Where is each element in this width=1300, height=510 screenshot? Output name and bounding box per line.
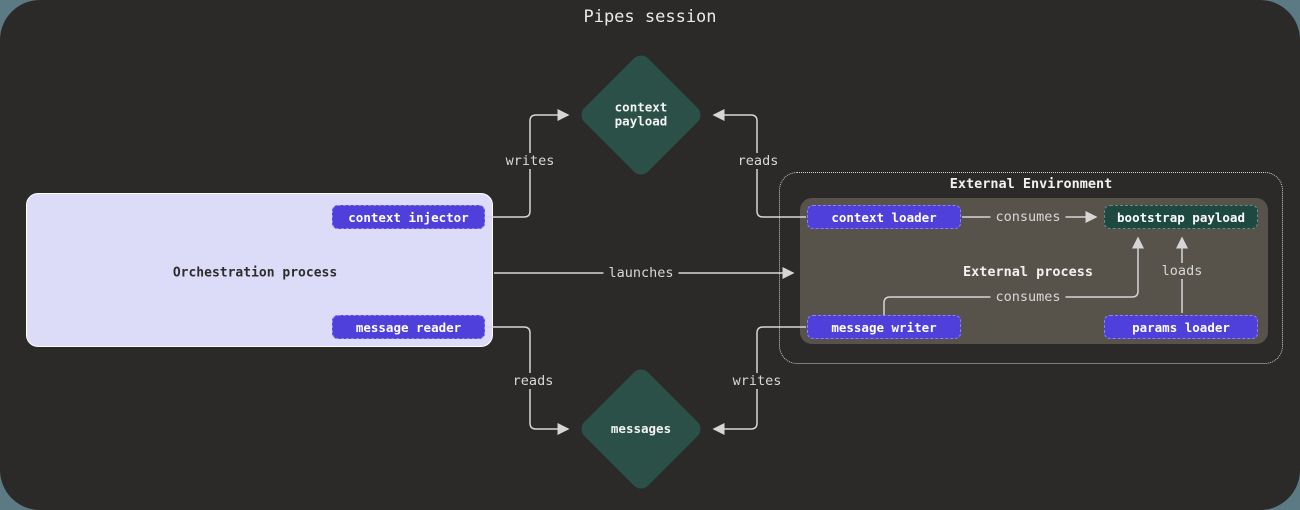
context-payload-label: context payload xyxy=(614,99,668,129)
bootstrap-payload-node: bootstrap payload xyxy=(1104,205,1258,229)
edge-label-launches: launches xyxy=(603,265,679,281)
message-writer-node: message writer xyxy=(807,315,961,339)
orchestration-process-label: Orchestration process xyxy=(172,265,338,281)
messages-label: messages xyxy=(610,420,672,436)
edge-label-loads: loads xyxy=(1156,263,1208,279)
edge-label-writes-top: writes xyxy=(500,153,560,169)
diagram-title: Pipes session xyxy=(583,7,717,27)
edge-label-reads-bottom: reads xyxy=(507,373,559,389)
external-process-label: External process xyxy=(962,264,1094,280)
external-environment-box xyxy=(779,172,1283,364)
edge-label-writes-bottom: writes xyxy=(727,373,787,389)
context-injector-node: context injector xyxy=(332,205,485,229)
context-loader-node: context loader xyxy=(807,205,961,229)
edge-label-consumes-top: consumes xyxy=(990,209,1066,225)
external-environment-label: External Environment xyxy=(949,176,1113,192)
edge-label-consumes-bottom: consumes xyxy=(990,289,1066,305)
message-reader-node: message reader xyxy=(332,315,485,339)
edge-label-reads-top: reads xyxy=(732,153,784,169)
params-loader-node: params loader xyxy=(1104,315,1258,339)
